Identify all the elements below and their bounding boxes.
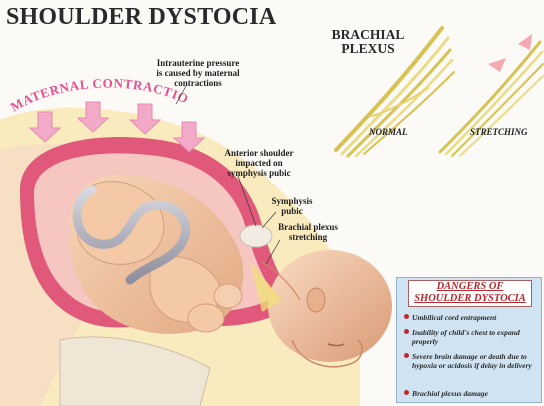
- plexus-title: BRACHIAL PLEXUS: [322, 28, 414, 56]
- bullet-icon: [404, 314, 409, 319]
- anterior-line-2: impacted on: [212, 158, 306, 168]
- dangers-heading-line1: DANGERS OF: [409, 281, 531, 293]
- plexus-stretching-label: STRETCHING: [470, 127, 528, 137]
- anterior-line-3: symphysis pubic: [212, 168, 306, 178]
- symphysis-pubic-label: Symphysis pubic: [262, 196, 322, 216]
- fetus-hand: [188, 304, 224, 332]
- anterior-line-1: Anterior shoulder: [212, 148, 306, 158]
- anterior-shoulder-label: Anterior shoulder impacted on symphysis …: [212, 148, 306, 178]
- intrauterine-line-2: is caused by maternal: [142, 68, 254, 78]
- intrauterine-pressure-label: Intrauterine pressure is caused by mater…: [142, 58, 254, 88]
- fetus-hand-lower: [214, 284, 242, 308]
- dangers-heading-line2: SHOULDER DYSTOCIA: [409, 293, 531, 305]
- plexus-title-line2: PLEXUS: [322, 42, 414, 56]
- danger-item-text: Inability of child's chest to expand pro…: [412, 328, 520, 346]
- brachial-plexus-stretching-label: Brachial plexus stretching: [266, 222, 350, 242]
- danger-item: Severe brain damage or death due to hypo…: [412, 352, 538, 370]
- plexus-normal-label: NORMAL: [369, 127, 408, 137]
- brachial-line-1: Brachial plexus: [266, 222, 350, 232]
- dangers-heading: DANGERS OF SHOULDER DYSTOCIA: [408, 280, 532, 307]
- bullet-icon: [404, 329, 409, 334]
- danger-item-text: Brachial plexus damage: [412, 389, 488, 398]
- symphysis-line-2: pubic: [262, 206, 322, 216]
- danger-item-text: Umbilical cord entrapment: [412, 313, 496, 322]
- bullet-icon: [404, 353, 409, 358]
- danger-item: Umbilical cord entrapment: [412, 313, 538, 322]
- plexus-title-line1: BRACHIAL: [322, 28, 414, 42]
- danger-item-text: Severe brain damage or death due to hypo…: [412, 352, 532, 370]
- stretch-arrows: [488, 34, 532, 72]
- danger-item: Brachial plexus damage: [412, 389, 538, 398]
- fetus-ear: [307, 288, 325, 312]
- brachial-line-2: stretching: [266, 232, 350, 242]
- bullet-icon: [404, 390, 409, 395]
- symphysis-line-1: Symphysis: [262, 196, 322, 206]
- intrauterine-line-3: contractions: [142, 78, 254, 88]
- plexus-stretching: [440, 42, 543, 156]
- page-title: SHOULDER DYSTOCIA: [6, 4, 276, 31]
- intrauterine-line-1: Intrauterine pressure: [142, 58, 254, 68]
- danger-item: Inability of child's chest to expand pro…: [412, 328, 538, 346]
